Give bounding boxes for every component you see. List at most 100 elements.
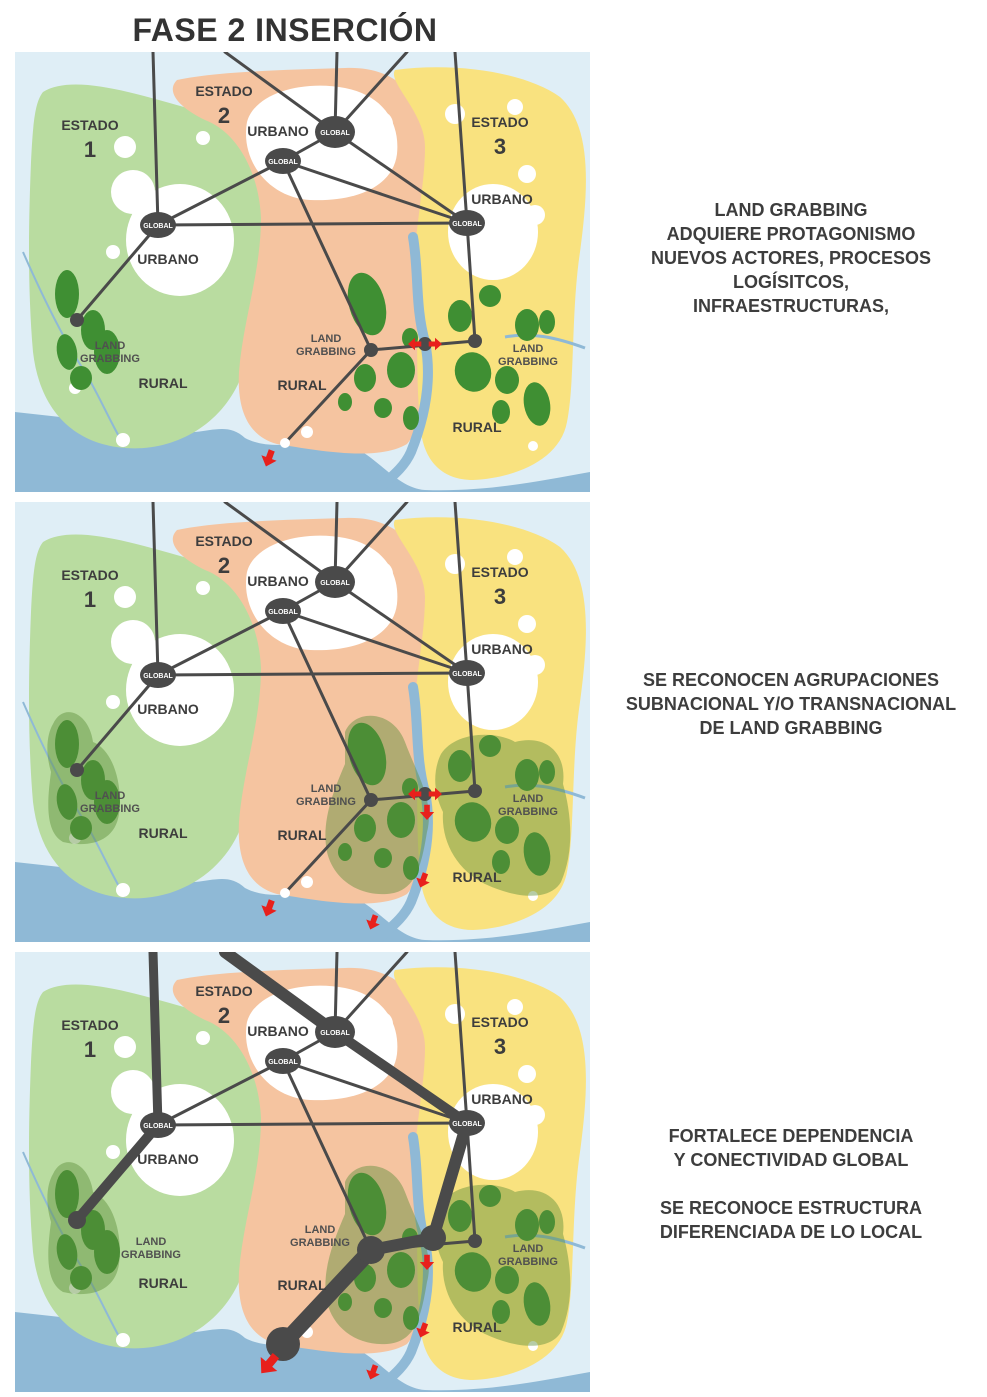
land-grabbing-patch bbox=[354, 364, 376, 392]
global-node bbox=[315, 566, 355, 598]
land-grabbing-label-1b: GRABBING bbox=[80, 803, 140, 815]
caption-line: INFRAESTRUCTURAS, bbox=[693, 296, 889, 316]
export-arrow bbox=[416, 872, 430, 888]
urban-dot bbox=[106, 245, 120, 259]
global-node bbox=[140, 212, 176, 238]
urban-dot bbox=[507, 999, 523, 1015]
export-arrow bbox=[260, 1353, 280, 1374]
network-line bbox=[453, 52, 469, 225]
land-grabbing-patch bbox=[479, 1185, 501, 1207]
urbano-label-1: URBANO bbox=[137, 701, 199, 717]
state-3-label: ESTADO bbox=[471, 1014, 528, 1030]
urban-dot bbox=[528, 891, 538, 901]
land-grabbing-patch bbox=[495, 816, 519, 844]
network-line bbox=[148, 952, 163, 1130]
network-line bbox=[223, 502, 337, 584]
land-grabbing-label-3a: LAND bbox=[513, 793, 544, 805]
network-node bbox=[468, 784, 482, 798]
state-2-number: 2 bbox=[218, 553, 230, 578]
land-grabbing-patch bbox=[523, 1282, 551, 1326]
network-line bbox=[453, 502, 469, 675]
global-node-label: GLOBAL bbox=[452, 1121, 482, 1128]
urban-dot bbox=[106, 1145, 120, 1159]
network-line bbox=[333, 52, 409, 134]
urban-area-1 bbox=[126, 184, 234, 296]
urban-dot bbox=[114, 1036, 136, 1058]
urban-dot bbox=[367, 1011, 393, 1037]
state-2-label: ESTADO bbox=[195, 83, 252, 99]
land-grabbing-patch bbox=[479, 285, 501, 307]
urban-area-1 bbox=[126, 634, 234, 746]
land-grabbing-patch bbox=[523, 382, 551, 426]
river-main bbox=[370, 682, 433, 942]
global-node-label: GLOBAL bbox=[452, 221, 482, 228]
land-grabbing-label-2a: LAND bbox=[311, 783, 342, 795]
caption-line: ADQUIERE PROTAGONISMO bbox=[666, 224, 916, 244]
global-node bbox=[449, 660, 485, 686]
land-grabbing-patch bbox=[454, 802, 492, 842]
land-grabbing-patch bbox=[492, 400, 510, 424]
network-node bbox=[468, 1234, 482, 1248]
network-line bbox=[281, 1059, 469, 1125]
urban-dot bbox=[518, 615, 536, 633]
network-line bbox=[333, 130, 469, 225]
network-line bbox=[333, 580, 469, 675]
urbano-label-1: URBANO bbox=[137, 251, 199, 267]
rural-label-3: RURAL bbox=[453, 869, 502, 885]
network-node bbox=[357, 1236, 385, 1264]
land-grabbing-patch bbox=[94, 330, 120, 374]
global-node bbox=[315, 1016, 355, 1048]
land-grabbing-patch bbox=[70, 366, 92, 390]
state-2-label: ESTADO bbox=[195, 533, 252, 549]
urban-dot bbox=[301, 876, 313, 888]
export-arrow bbox=[416, 1322, 430, 1338]
state-2-label: ESTADO bbox=[195, 983, 252, 999]
land-grabbing-label-2b: GRABBING bbox=[296, 346, 356, 358]
network-line bbox=[75, 673, 160, 772]
urban-dot bbox=[507, 549, 523, 565]
network-node bbox=[418, 787, 432, 801]
global-node-label: GLOBAL bbox=[143, 223, 173, 230]
land-grabbing-patch bbox=[492, 850, 510, 874]
export-arrow bbox=[261, 899, 277, 917]
network-line bbox=[275, 1242, 379, 1352]
urban-dot bbox=[518, 165, 536, 183]
global-node-label: GLOBAL bbox=[452, 671, 482, 678]
caption-line: SE RECONOCE ESTRUCTURA bbox=[659, 1198, 923, 1218]
river-main bbox=[370, 232, 433, 492]
network-line bbox=[283, 348, 373, 445]
land-grabbing-label-3b: GRABBING bbox=[498, 806, 558, 818]
global-node bbox=[140, 1112, 176, 1138]
land-grabbing-patch bbox=[338, 843, 352, 861]
export-arrow bbox=[419, 1254, 435, 1270]
land-grabbing-label-1a: LAND bbox=[95, 790, 126, 802]
caption-line: LAND GRABBING bbox=[714, 200, 868, 220]
land-grabbing-patch bbox=[94, 1230, 120, 1274]
urban-dot bbox=[301, 426, 313, 438]
global-node-label: GLOBAL bbox=[143, 673, 173, 680]
network-node bbox=[468, 334, 482, 348]
global-node bbox=[265, 598, 301, 624]
land-grabbing-patch bbox=[492, 1300, 510, 1324]
land-grabbing-label-2b: GRABBING bbox=[290, 1237, 350, 1249]
network-line bbox=[223, 52, 337, 134]
urban-dot bbox=[114, 586, 136, 608]
land-grabbing-patch bbox=[387, 802, 415, 838]
land-grabbing-patch bbox=[374, 1298, 392, 1318]
land-grabbing-patch bbox=[354, 814, 376, 842]
urbano-label-2: URBANO bbox=[247, 1023, 309, 1039]
caption-line: Y CONECTIVIDAD GLOBAL bbox=[673, 1150, 909, 1170]
land-grabbing-patch bbox=[403, 1306, 419, 1330]
caption-line: SUBNACIONAL Y/O TRANSNACIONAL bbox=[625, 694, 957, 714]
urban-dot bbox=[528, 441, 538, 451]
export-arrow bbox=[261, 449, 277, 467]
land-grabbing-patch bbox=[56, 334, 78, 370]
urban-area-1b bbox=[111, 1070, 155, 1114]
urban-dot bbox=[106, 695, 120, 709]
urban-dot bbox=[445, 1004, 465, 1024]
river-east bbox=[504, 333, 586, 350]
